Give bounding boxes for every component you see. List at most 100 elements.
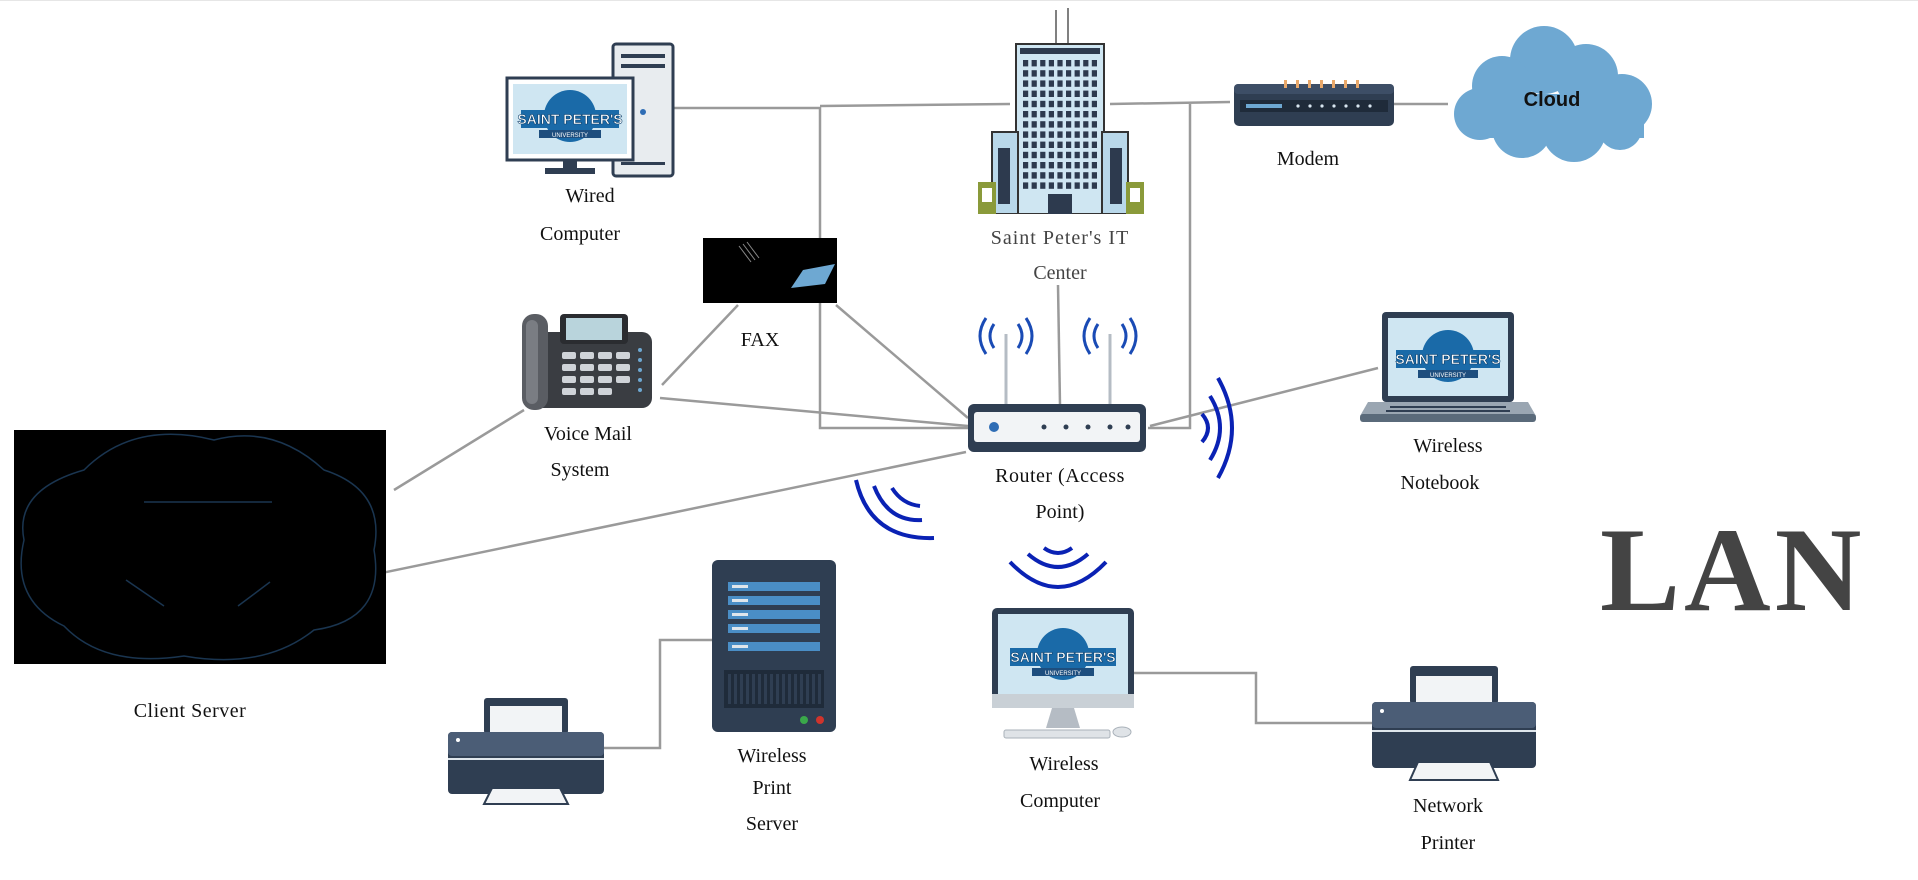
building-window bbox=[1040, 121, 1046, 128]
building-window bbox=[1040, 90, 1046, 97]
building-window bbox=[1091, 131, 1097, 138]
building-window bbox=[1023, 131, 1029, 138]
logo-text: SAINT PETER'S bbox=[1010, 649, 1115, 665]
building-window bbox=[1048, 70, 1054, 77]
server-grille-slot bbox=[752, 674, 755, 704]
server-grille-slot bbox=[776, 674, 779, 704]
building-window bbox=[1083, 60, 1089, 67]
server-grille-slot bbox=[734, 674, 737, 704]
print-server-label-line1: Wireless bbox=[737, 745, 807, 767]
building-window bbox=[1048, 151, 1054, 159]
wired-computer-label-line1: Wired bbox=[565, 185, 615, 207]
building-window bbox=[1031, 151, 1037, 159]
building-window bbox=[1083, 121, 1089, 128]
building-window bbox=[1048, 172, 1054, 179]
network-printer-label-line1: Network bbox=[1413, 795, 1483, 817]
building-window bbox=[1091, 70, 1097, 77]
building-window bbox=[1091, 111, 1097, 118]
it-center-label-line1: Saint Peter's IT bbox=[990, 227, 1130, 249]
server-grille-slot bbox=[782, 674, 785, 704]
building-window bbox=[1057, 162, 1063, 169]
building-window bbox=[1066, 90, 1072, 97]
building-window bbox=[1091, 60, 1097, 67]
logo-text: SAINT PETER'S bbox=[1395, 351, 1500, 367]
server-grille-slot bbox=[770, 674, 773, 704]
wireless-computer-icon: SAINT PETER'S UNIVERSITY bbox=[992, 608, 1134, 739]
building-window bbox=[1040, 162, 1046, 169]
server-grille-slot bbox=[800, 674, 803, 704]
building-window bbox=[1048, 80, 1054, 87]
building-window bbox=[1083, 131, 1089, 138]
building-window bbox=[1057, 131, 1063, 138]
building-window bbox=[1040, 141, 1046, 148]
building-window bbox=[1040, 60, 1046, 67]
building-window bbox=[1066, 111, 1072, 118]
notebook-label-line1: Wireless bbox=[1413, 435, 1483, 457]
wire-router-notebook bbox=[1149, 366, 1379, 428]
building-window bbox=[1091, 121, 1097, 128]
building-window bbox=[1083, 111, 1089, 118]
building-window bbox=[1031, 182, 1037, 189]
wire-computer-netprinter bbox=[1132, 671, 1372, 725]
building-window bbox=[1031, 121, 1037, 128]
server-grille-slot bbox=[728, 674, 731, 704]
building-window bbox=[1040, 172, 1046, 179]
building-window bbox=[1031, 111, 1037, 118]
building-window bbox=[1074, 121, 1080, 128]
building-window bbox=[1023, 80, 1029, 87]
building-window bbox=[1040, 100, 1046, 108]
building-window bbox=[1048, 121, 1054, 128]
building-window bbox=[1066, 121, 1072, 128]
building-window bbox=[1023, 151, 1029, 159]
building-window bbox=[1057, 182, 1063, 189]
building-window bbox=[1057, 70, 1063, 77]
building-window bbox=[1040, 151, 1046, 159]
building-window bbox=[1091, 141, 1097, 148]
building-window bbox=[1057, 141, 1063, 148]
building-window bbox=[1048, 182, 1054, 189]
building-window bbox=[1048, 60, 1054, 67]
building-window bbox=[1091, 80, 1097, 87]
building-window bbox=[1023, 60, 1029, 67]
building-window bbox=[1057, 100, 1063, 108]
building-window bbox=[1066, 151, 1072, 159]
server-grille-slot bbox=[818, 674, 821, 704]
fax-label: FAX bbox=[740, 329, 780, 351]
server-grille-slot bbox=[764, 674, 767, 704]
server-grille-slot bbox=[788, 674, 791, 704]
wire-server-voicemail bbox=[393, 408, 525, 492]
building-window bbox=[1023, 121, 1029, 128]
network-printer-icon bbox=[1372, 666, 1536, 781]
wired-computer-label-line2: Computer bbox=[540, 223, 620, 245]
building-window bbox=[1091, 100, 1097, 108]
building-window bbox=[1091, 182, 1097, 189]
building-window bbox=[1074, 131, 1080, 138]
it-center-label-line2: Center bbox=[1033, 262, 1087, 284]
building-window bbox=[1091, 151, 1097, 159]
router-label-line1: Router (Access bbox=[995, 465, 1125, 487]
building-window bbox=[1083, 141, 1089, 148]
wifi-wave-down-icon bbox=[1008, 546, 1108, 589]
router-label-line2: Point) bbox=[1035, 501, 1085, 523]
server-grille-slot bbox=[740, 674, 743, 704]
building-window bbox=[1057, 80, 1063, 87]
building-window bbox=[1074, 60, 1080, 67]
building-window bbox=[1040, 70, 1046, 77]
fax-icon bbox=[738, 241, 835, 288]
print-server-label-line2: Print bbox=[752, 777, 792, 799]
building-window bbox=[1066, 172, 1072, 179]
wire-fax-voicemail bbox=[661, 304, 739, 386]
printer-icon bbox=[448, 698, 604, 805]
server-grille-slot bbox=[794, 674, 797, 704]
building-window bbox=[1048, 141, 1054, 148]
building-window bbox=[1057, 151, 1063, 159]
building-window bbox=[1023, 100, 1029, 108]
cloud-label: Cloud bbox=[1523, 89, 1581, 111]
building-window bbox=[1066, 70, 1072, 77]
building-window bbox=[1074, 90, 1080, 97]
wire-fax-router bbox=[835, 304, 969, 419]
building-window bbox=[1023, 141, 1029, 148]
desktop-computer-icon: SAINT PETER'S UNIVERSITY bbox=[505, 42, 675, 178]
building-window bbox=[1066, 162, 1072, 169]
